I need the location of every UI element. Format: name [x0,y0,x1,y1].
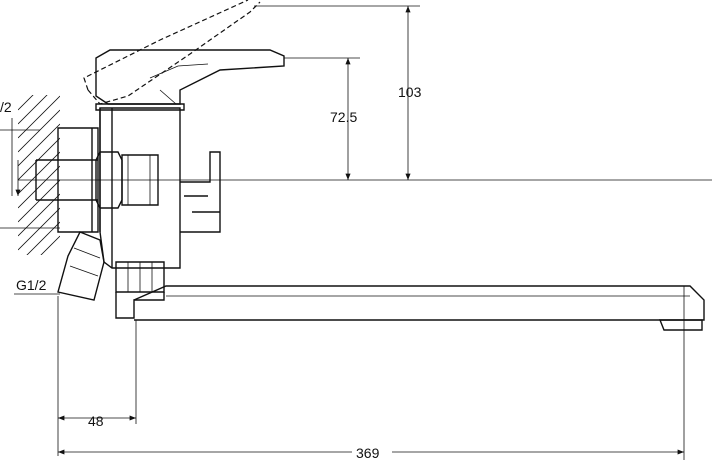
dimension-72-5-label: 72.5 [330,109,357,125]
wall-pipe [0,118,712,229]
dimension-103-label: 103 [398,84,422,100]
dimension-48-label: 48 [88,413,104,429]
spout [133,285,705,331]
thread-label-g1-2: G1/2 [16,277,47,293]
dimension-369: 369 [58,330,685,461]
hex-nut [95,151,159,209]
escutcheon [57,127,99,233]
thread-labels: /2 G1/2 [0,99,60,295]
diverter-knob [180,151,221,233]
spout-swivel [115,261,165,319]
thread-label-left: /2 [0,99,12,115]
dimension-48: 48 [57,296,137,456]
dimension-72-5: 72.5 [284,57,360,180]
dimension-369-label: 369 [356,445,380,461]
mixer-body [95,103,185,269]
lower-inlet [57,231,105,301]
dimension-103: 103 [254,5,422,180]
wall-hatching [18,95,60,255]
lever-handle [83,0,285,105]
